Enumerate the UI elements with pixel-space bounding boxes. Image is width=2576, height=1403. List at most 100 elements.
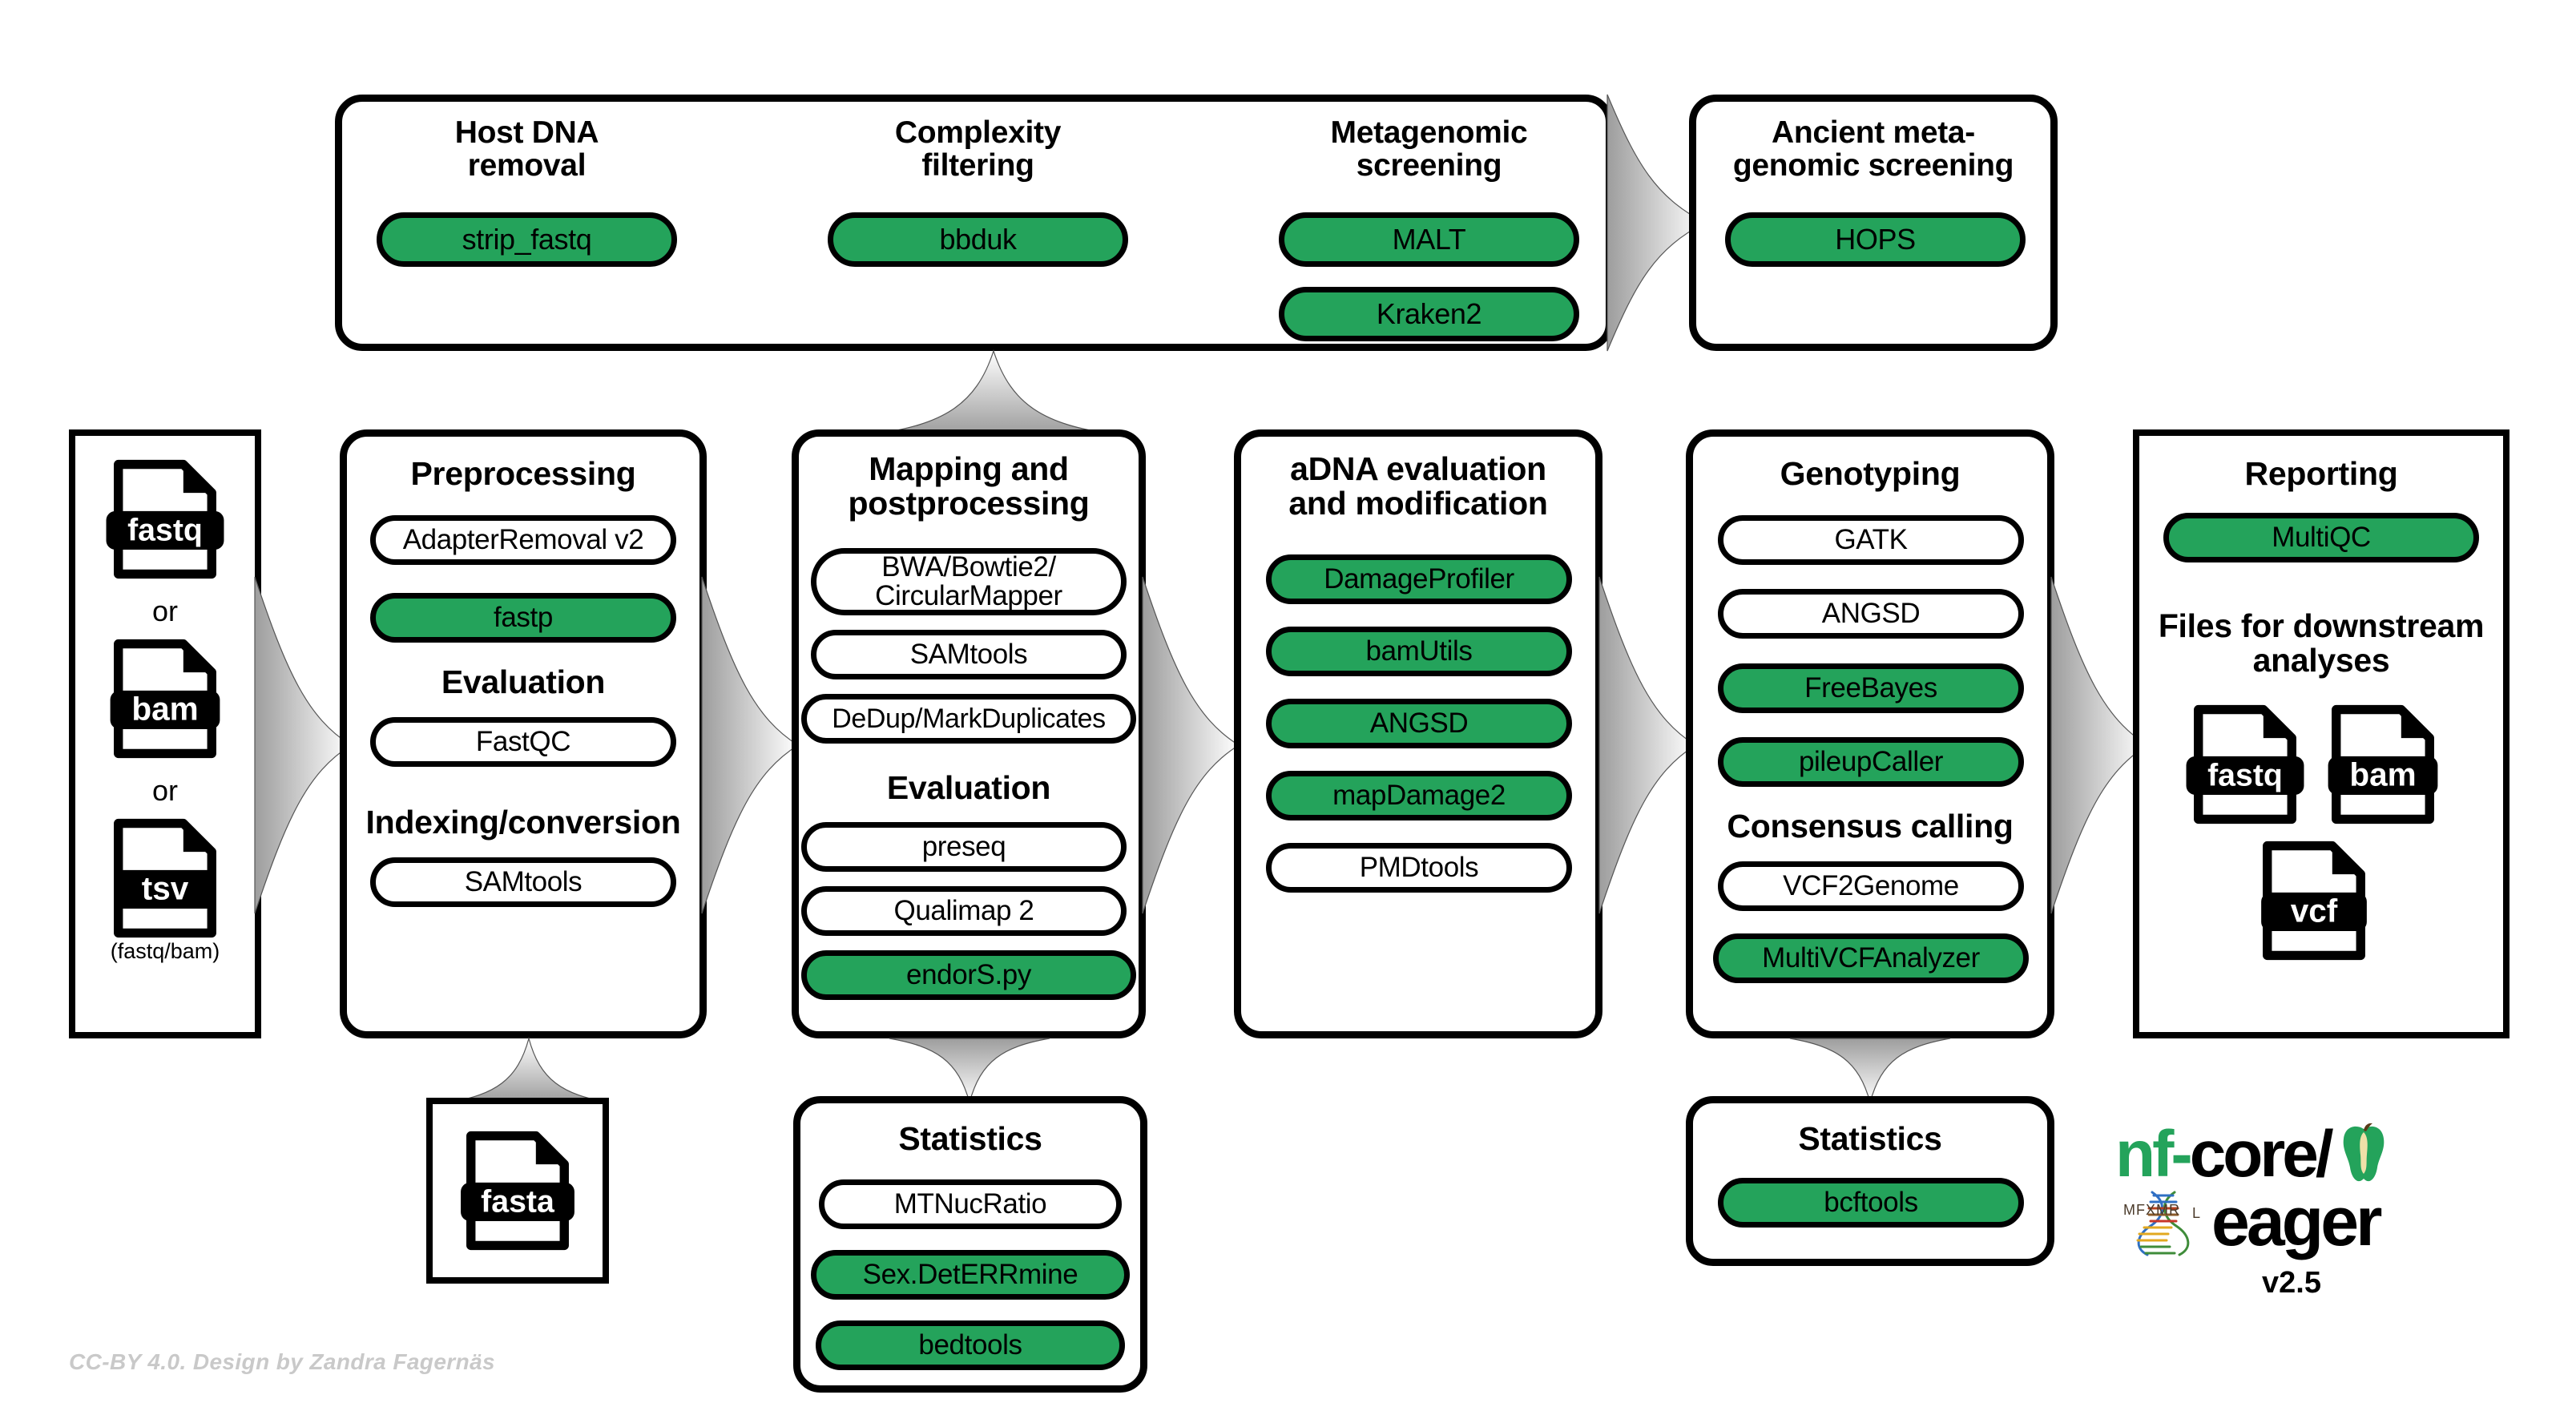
tool-pill-dedup-markduplicates[interactable]: DeDup/MarkDuplicates [801,694,1136,744]
tool-label: Qualimap 2 [893,895,1034,927]
svg-text:MFXMR: MFXMR [2123,1202,2180,1218]
tool-label: strip_fastq [462,222,592,256]
tool-pill-gatk[interactable]: GATK [1718,515,2024,565]
tool-label: bedtools [918,1329,1022,1361]
screening-col-title: Complexity filtering [894,115,1062,183]
tool-pill-vcf2genome[interactable]: VCF2Genome [1718,861,2024,911]
tool-label: FreeBayes [1804,672,1937,704]
tool-pill-endors-py[interactable]: endorS.py [801,950,1136,1000]
tool-pill-mapdamage2[interactable]: mapDamage2 [1266,771,1572,820]
tool-pill-pmdtools[interactable]: PMDtools [1266,843,1572,893]
file-tsv-icon: tsv [104,817,226,939]
tool-pill-strip-fastq[interactable]: strip_fastq [377,212,677,267]
input-note: (fastq/bam) [110,939,220,963]
tool-pill-hops[interactable]: HOPS [1725,212,2026,267]
tool-label: VCF2Genome [1783,870,1959,902]
input-or-label-2: or [151,774,178,807]
column-title-genotyping: Genotyping [1780,455,1961,492]
statistics-genotyping-title: Statistics [1798,1120,1942,1157]
tool-label: MTNucRatio [893,1188,1047,1220]
reference-fasta-box [426,1098,609,1284]
tool-pill-bbduk[interactable]: bbduk [828,212,1128,267]
tool-label: PMDtools [1359,852,1479,884]
arrow-mapping-to-statistics [889,1038,1050,1105]
tool-label: bbduk [939,222,1017,256]
tool-label: Sex.DetERRmine [862,1259,1078,1291]
tool-pill-qualimap2[interactable]: Qualimap 2 [801,886,1127,936]
dna-helix-icon: MFXMR L [2115,1187,2211,1258]
tool-pill-preseq[interactable]: preseq [801,822,1127,872]
svg-text:vcf: vcf [2291,893,2338,929]
tool-label: DamageProfiler [1324,563,1514,595]
arrow-genotyping-to-statistics [1789,1038,1951,1105]
tool-pill-angsd-genotyping[interactable]: ANGSD [1718,589,2024,639]
tool-pill-multivcfanalyzer[interactable]: MultiVCFAnalyzer [1713,933,2029,983]
logo-core-text: core/ [2189,1118,2334,1191]
section-heading-consensus-calling: Consensus calling [1727,808,2014,845]
svg-text:fasta: fasta [481,1184,555,1220]
screening-col-host-dna: Host DNA removal [377,116,677,183]
section-heading-indexing-conversion: Indexing/conversion [365,804,681,841]
tool-pill-bedtools[interactable]: bedtools [816,1320,1125,1370]
column-title-preprocessing: Preprocessing [410,455,636,492]
svg-text:L: L [2192,1205,2200,1221]
tool-pill-freebayes[interactable]: FreeBayes [1718,663,2024,713]
tool-label: AdapterRemoval v2 [402,524,644,556]
tool-pill-damageprofiler[interactable]: DamageProfiler [1266,554,1572,604]
arrow-input-to-preprocessing [254,576,353,914]
tool-pill-angsd-adna[interactable]: ANGSD [1266,699,1572,748]
tool-pill-fastqc[interactable]: FastQC [370,717,676,767]
screening-col-metagenomic: Metagenomic screening [1279,116,1579,183]
tool-label: ANGSD [1369,708,1469,740]
tool-label: fastp [494,602,553,634]
screening-col-title: Host DNA removal [454,115,599,183]
svg-text:bam: bam [131,691,198,728]
logo-eager-text: eager [2211,1183,2382,1261]
arrow-mapping-to-screening [873,349,1115,435]
ancient-screening-title: Ancient meta- genomic screening [1732,115,2014,183]
column-title-adna: aDNA evaluation and modification [1288,450,1548,522]
file-bam-icon: bam [2322,704,2444,825]
tool-label: ANGSD [1821,598,1921,630]
file-fastq-icon: fastq [104,458,226,580]
tool-label: GATK [1834,524,1908,556]
logo-nf-text: nf- [2115,1118,2193,1191]
column-title-mapping: Mapping and postprocessing [848,450,1090,522]
input-or-label-1: or [151,595,178,627]
tool-label: SAMtools [464,866,583,898]
downstream-files-heading: Files for downstream analyses [2158,607,2485,679]
tool-pill-bcftools[interactable]: bcftools [1718,1178,2024,1228]
tool-pill-malt[interactable]: MALT [1279,212,1579,267]
tool-label: endorS.py [906,959,1031,991]
file-bam-icon: bam [104,638,226,760]
tool-label: FastQC [475,726,571,758]
tool-pill-bamutils[interactable]: bamUtils [1266,627,1572,676]
tool-pill-samtools-mapping[interactable]: SAMtools [811,630,1127,679]
tool-pill-sex-deterrmine[interactable]: Sex.DetERRmine [811,1250,1130,1300]
screening-col-complexity: Complexity filtering [828,116,1128,183]
tool-pill-samtools-preprocessing[interactable]: SAMtools [370,857,676,907]
tool-label: MultiVCFAnalyzer [1762,942,1980,974]
statistics-mapping-title: Statistics [898,1120,1042,1157]
tool-pill-mtnucratio[interactable]: MTNucRatio [819,1179,1122,1229]
tool-pill-bwa-bowtie2-circularmapper[interactable]: BWA/Bowtie2/ CircularMapper [811,548,1127,615]
tool-label: DeDup/MarkDuplicates [832,703,1106,734]
arrow-preprocessing-to-mapping [701,576,800,914]
tool-label: HOPS [1835,222,1916,256]
apple-core-icon [2337,1123,2390,1187]
tool-pill-pileupcaller[interactable]: pileupCaller [1718,737,2024,787]
tool-pill-adapterremoval[interactable]: AdapterRemoval v2 [370,515,676,565]
section-heading-evaluation-mapping: Evaluation [886,769,1051,806]
credits-text: CC-BY 4.0. Design by Zandra Fagernäs [69,1349,496,1374]
tool-pill-kraken2[interactable]: Kraken2 [1279,287,1579,341]
tool-label: Kraken2 [1376,296,1482,330]
tool-pill-fastp[interactable]: fastp [370,593,676,643]
tool-pill-multiqc[interactable]: MultiQC [2163,513,2479,562]
svg-text:bam: bam [2349,756,2416,793]
tool-label: MALT [1392,222,1466,256]
section-heading-evaluation-preprocessing: Evaluation [441,663,606,700]
svg-text:tsv: tsv [142,870,189,907]
screening-col-title: Metagenomic screening [1330,115,1528,183]
tool-label: preseq [921,831,1006,863]
